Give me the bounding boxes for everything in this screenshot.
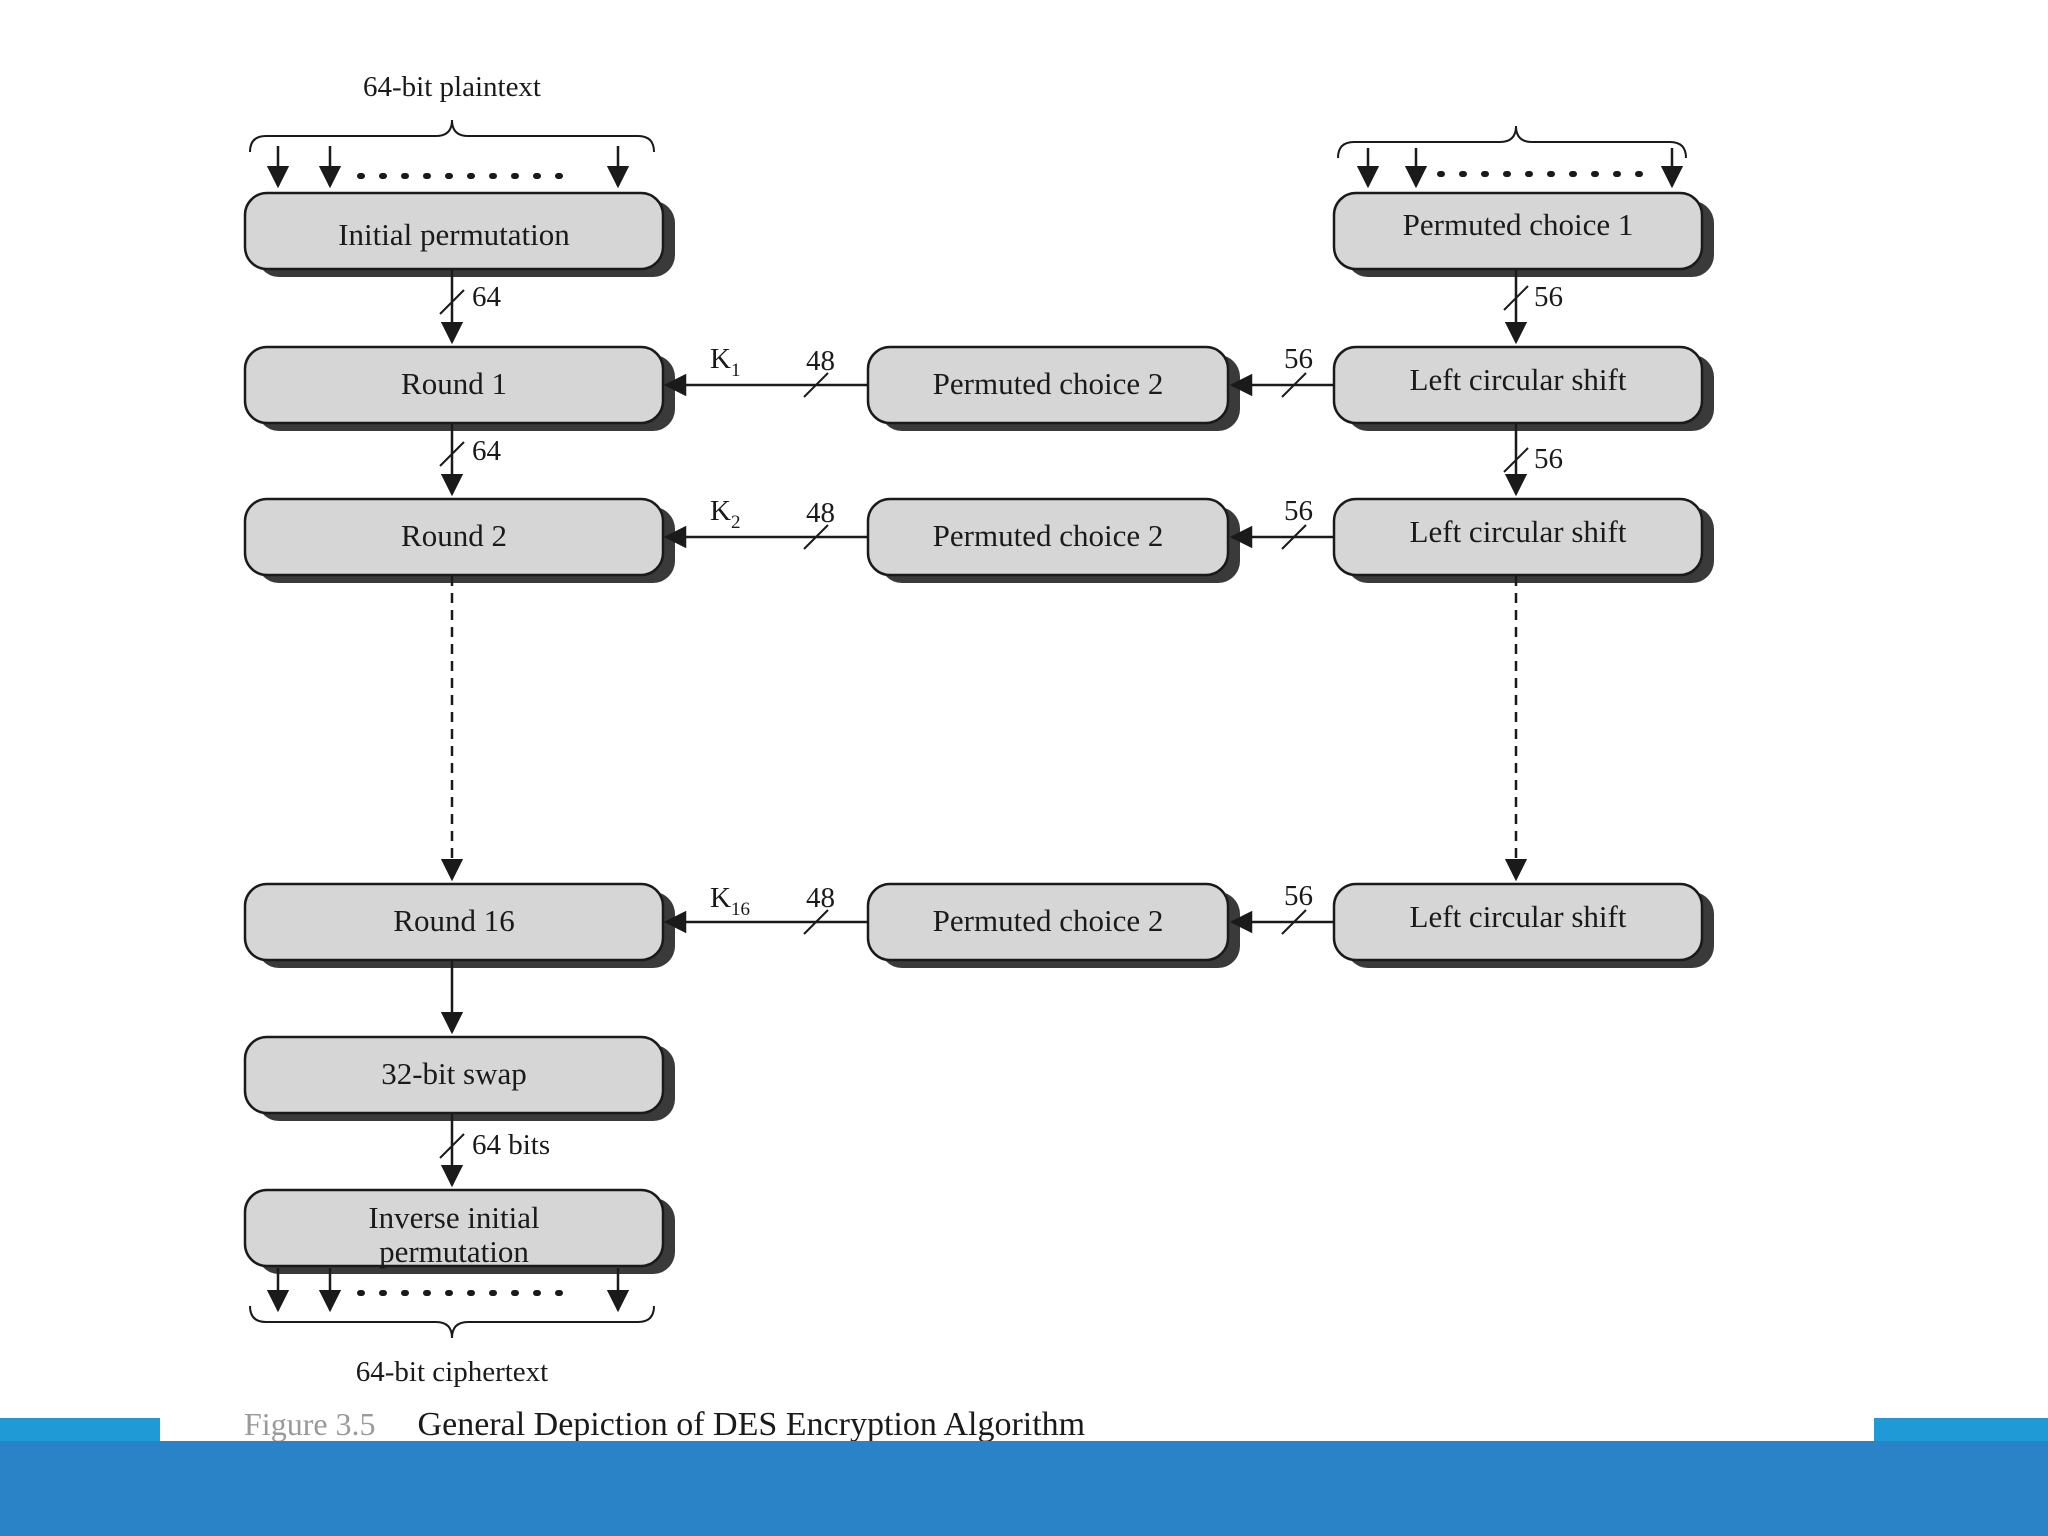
edge-label-pc2-to-round2: 48 [806, 497, 835, 529]
subkey-k16-label: K16 [710, 882, 750, 920]
subkey-k1-label: K1 [710, 343, 740, 381]
subkey-path-arrows [663, 373, 1333, 934]
inverse-permutation-label-line1: Inverse initial [368, 1200, 539, 1235]
round-16-box: Round 16 [243, 882, 675, 968]
edge-label-lcs1-to-pc2: 56 [1284, 343, 1313, 375]
round-2-label: Round 2 [401, 518, 507, 553]
round-1-box: Round 1 [243, 345, 675, 431]
edge-label-swap-to-inverse: 64 bits [472, 1129, 550, 1161]
edge-label-pc2-to-round16: 48 [806, 882, 835, 914]
key-input-arrows [1356, 148, 1684, 189]
left-circular-shift-16-label: Left circular shift [1410, 899, 1627, 934]
footer-band [0, 1441, 2048, 1536]
subkey-k2-label: K2 [710, 495, 740, 533]
footer-accent-left [0, 1418, 160, 1444]
round-2-box: Round 2 [243, 497, 675, 583]
plaintext-label: 64-bit plaintext [363, 71, 541, 103]
permuted-choice-2-round1-box: Permuted choice 2 [866, 345, 1240, 431]
key-brace [1337, 125, 1687, 159]
ciphertext-brace [249, 1305, 655, 1339]
edge-label-lcs16-to-pc2: 56 [1284, 880, 1313, 912]
left-circular-shift-1-label: Left circular shift [1410, 362, 1627, 397]
inverse-permutation-label-line2: permutation [379, 1234, 529, 1269]
key-path-slashes [1503, 285, 1529, 473]
initial-permutation-label: Initial permutation [338, 217, 570, 252]
subkey-path-slashes [803, 372, 1307, 935]
ciphertext-output-arrows [266, 1268, 630, 1313]
swap-box: 32-bit swap [243, 1035, 675, 1121]
permuted-choice-2-round2-label: Permuted choice 2 [933, 518, 1164, 553]
edge-label-ip-to-round1: 64 [472, 281, 502, 313]
ciphertext-label: 64-bit ciphertext [356, 1356, 548, 1388]
round-16-label: Round 16 [393, 903, 514, 938]
figure-number: Figure 3.5 [244, 1406, 376, 1442]
edge-label-lcs1-to-lcs2: 56 [1534, 443, 1563, 475]
permuted-choice-2-round2-box: Permuted choice 2 [866, 497, 1240, 583]
edge-label-pc1-to-lcs1: 56 [1534, 281, 1563, 313]
left-circular-shift-16-box: Left circular shift [1332, 882, 1714, 968]
permuted-choice-2-round16-label: Permuted choice 2 [933, 903, 1164, 938]
footer-accent-right [1874, 1418, 2048, 1444]
figure-caption: Figure 3.5 General Depiction of DES Encr… [244, 1406, 1085, 1443]
plaintext-brace [249, 119, 655, 153]
edge-label-pc2-to-round1: 48 [806, 345, 835, 377]
left-circular-shift-1-box: Left circular shift [1332, 345, 1714, 431]
edge-label-round1-to-round2: 64 [472, 435, 502, 467]
edge-label-lcs2-to-pc2: 56 [1284, 495, 1313, 527]
data-path-slashes [439, 289, 465, 1159]
permuted-choice-1-box: Permuted choice 1 [1332, 191, 1714, 277]
initial-permutation-box: Initial permutation [243, 191, 675, 277]
permuted-choice-1-label: Permuted choice 1 [1403, 207, 1634, 242]
inverse-initial-permutation-box: Inverse initial permutation [243, 1188, 675, 1274]
permuted-choice-2-round16-box: Permuted choice 2 [866, 882, 1240, 968]
left-circular-shift-2-box: Left circular shift [1332, 497, 1714, 583]
permuted-choice-2-round1-label: Permuted choice 2 [933, 366, 1164, 401]
round-1-label: Round 1 [401, 366, 507, 401]
plaintext-input-arrows [266, 146, 630, 189]
swap-label: 32-bit swap [381, 1056, 527, 1091]
figure-title: General Depiction of DES Encryption Algo… [418, 1406, 1086, 1443]
left-circular-shift-2-label: Left circular shift [1410, 514, 1627, 549]
